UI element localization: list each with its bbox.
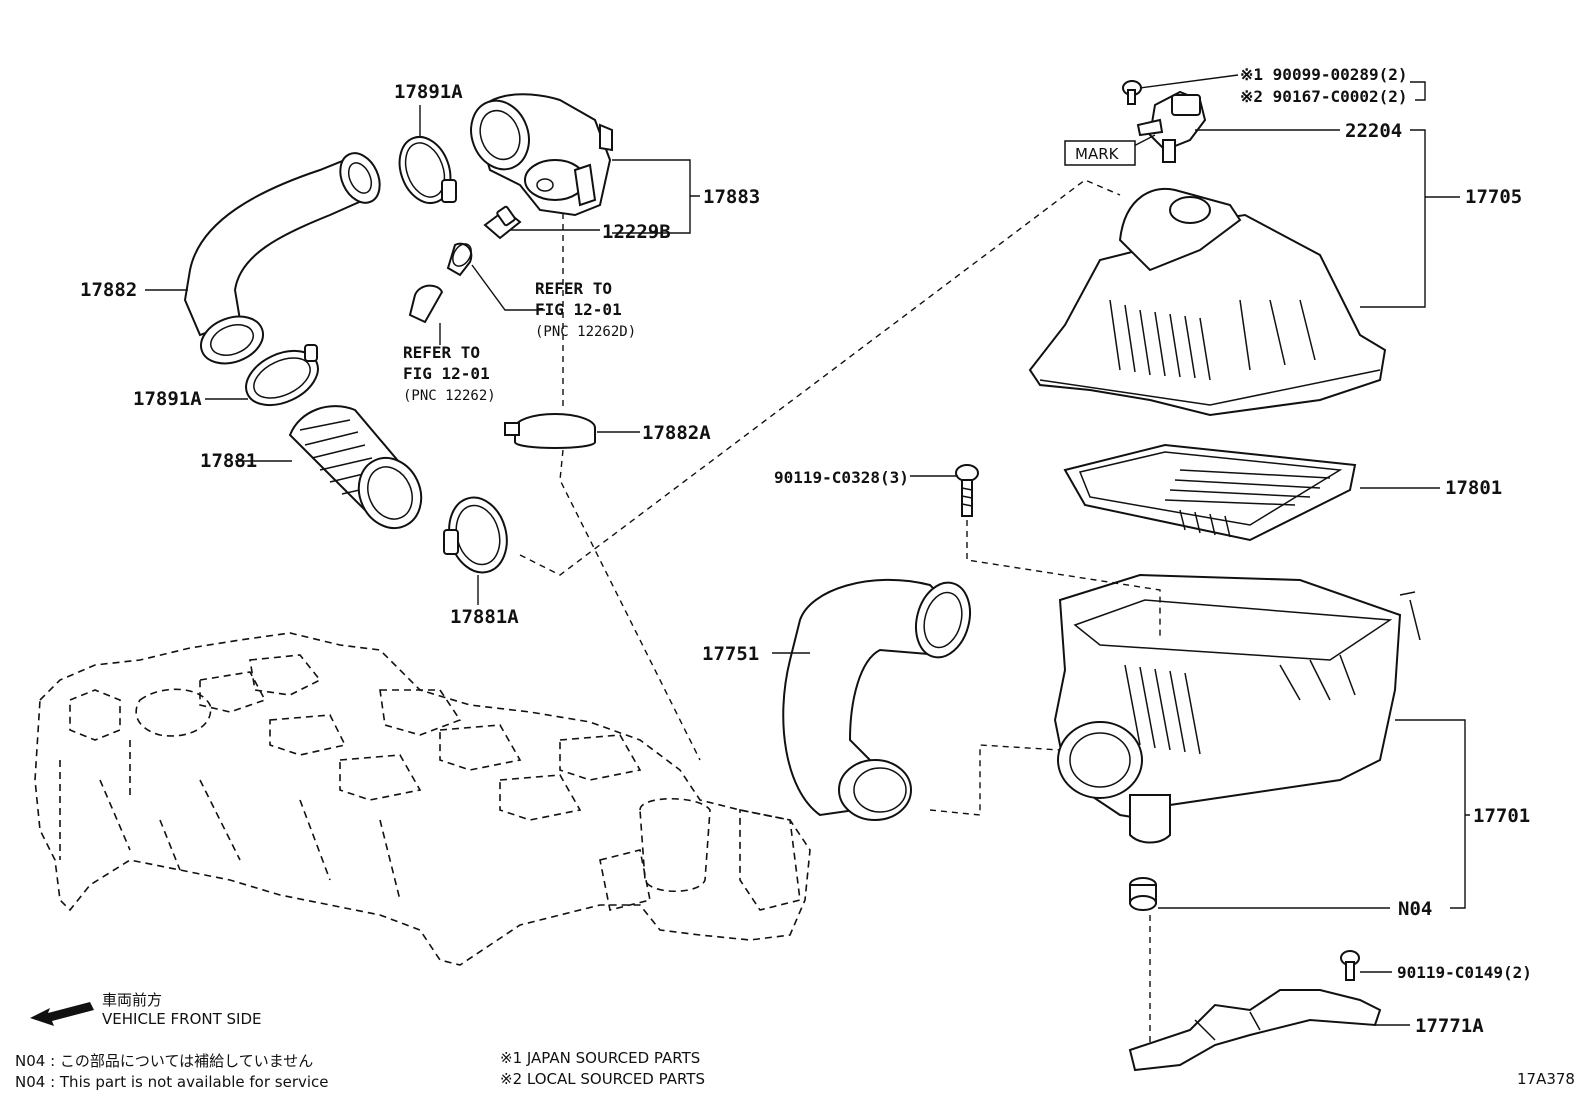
refer-a-line2: FIG 12-01 [535,300,622,319]
sensor-12229B [483,205,522,240]
clamp-17891A-top [398,136,457,204]
label-90099: ※1 90099-00289(2) [1240,65,1408,84]
screw-90119-C0328 [955,464,979,517]
bellows-hose-17881 [288,405,423,530]
label-17882: 17882 [80,279,137,301]
front-direction-arrow [30,1002,94,1026]
refer-a-line1: REFER TO [535,279,612,298]
direction-jp: 車両前方 [102,991,162,1009]
screw-90119-C0149 [1340,950,1360,981]
screw-90099 [1122,80,1142,105]
label-17751: 17751 [702,643,759,665]
label-17881A: 17881A [450,606,519,628]
figure-code: 17A378 [1517,1070,1575,1088]
clamp-17882A [504,413,596,449]
label-17771A: 17771A [1415,1015,1484,1037]
label-90119-C0149: 90119-C0149(2) [1397,963,1532,982]
airflow-meter-22204 [1136,90,1207,163]
mark-text: MARK [1075,145,1120,163]
label-N04: N04 [1398,898,1432,920]
mark-box [1064,140,1136,166]
label-17883: 17883 [703,186,760,208]
small-hose-12262 [408,284,444,324]
label-17891A-mid: 17891A [133,388,202,410]
label-17882A: 17882A [642,422,711,444]
note-source-1: ※1 JAPAN SOURCED PARTS [500,1049,700,1067]
refer-b-line2: FIG 12-01 [403,364,490,383]
label-90119-C0328: 90119-C0328(3) [774,468,909,487]
refer-a-line3: (PNC 12262D) [535,324,636,340]
throttle-body-17883 [470,93,613,217]
note-n04-jp: N04 : この部品については補給していません [15,1052,313,1070]
air-cleaner-case-17701 [1053,573,1421,844]
note-source-2: ※2 LOCAL SOURCED PARTS [500,1070,705,1088]
label-22204: 22204 [1345,120,1402,142]
label-17881: 17881 [200,450,257,472]
hose-17882 [183,152,381,365]
dashed-connections [519,179,1161,1045]
label-17705: 17705 [1465,186,1522,208]
clamp-17891A-mid [245,344,319,407]
arrow-left-icon [30,1002,94,1026]
label-17701: 17701 [1473,805,1530,827]
engine-outline [34,632,811,966]
bracket-17771A [1128,989,1382,1072]
grommet-N04 [1129,877,1157,911]
leader-lines [145,74,1470,1026]
clamp-17881A [443,496,508,574]
label-90167: ※2 90167-C0002(2) [1240,87,1408,106]
label-17801: 17801 [1445,477,1502,499]
air-cleaner-cap-17705 [1028,187,1387,417]
refer-b-line1: REFER TO [403,343,480,362]
note-n04-en: N04 : This part is not available for ser… [15,1073,329,1091]
air-duct-17751 [782,578,971,821]
label-17891A-top: 17891A [394,81,463,103]
direction-en: VEHICLE FRONT SIDE [102,1010,262,1028]
refer-b-line3: (PNC 12262) [403,388,496,404]
label-12229B: 12229B [602,221,671,243]
air-filter-17801 [1063,443,1357,542]
small-hose-12262D [446,242,473,277]
